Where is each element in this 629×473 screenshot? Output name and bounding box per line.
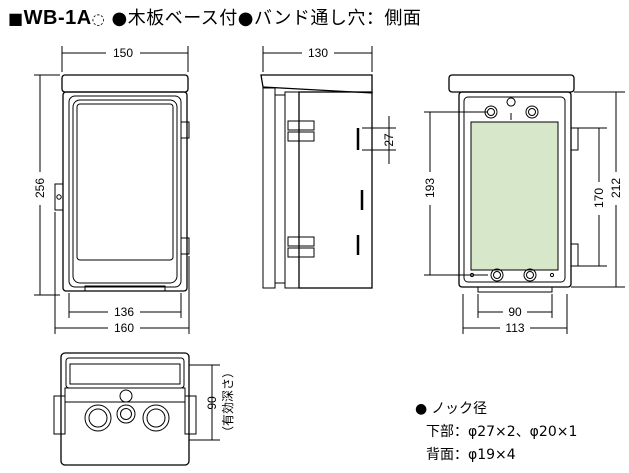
dim-256-label: 256 [33,178,47,198]
bottom-knockout-left-inner [88,408,108,428]
back-hinge-top [570,127,579,151]
note-lower-line: 下部：φ27×2、φ20×1 [415,421,577,444]
page-title: ■WB-1A◌ ●木板ベース付●バンド通し穴：側面 [8,4,421,30]
back-lid-top [448,74,575,93]
dim-170-label: 170 [592,188,606,208]
model-number: WB-1A [23,7,92,29]
back-knockout-3-inner [493,271,501,279]
dim-27-label: 27 [382,133,396,147]
knockout-note: ●ノック径 下部：φ27×2、φ20×1 背面：φ19×4 [415,398,577,467]
bottom-right-tab [184,395,197,435]
note-lower-label: 下部： [426,424,468,440]
bottom-knockout-right-inner [146,408,166,428]
note-heading: ノック径 [431,401,487,417]
dim-150-label: 150 [113,46,133,60]
back-knockout-2 [525,105,539,119]
back-view: 193 170 212 90 113 [423,74,625,335]
back-hinge-bottom [570,243,579,267]
dim-212-label: 212 [609,178,623,198]
dim-113-label: 113 [505,321,524,335]
bottom-knockout-left [84,404,112,432]
title-description: ●木板ベース付●バンド通し穴：側面 [111,8,422,29]
note-bullet: ● [415,401,428,417]
bottom-small-knock [119,389,133,403]
back-knockout-4 [523,268,537,282]
note-back-value: φ19×4 [468,447,516,463]
back-knockout-2-inner [528,108,536,116]
side-hinge-top-a [287,120,315,131]
front-window [76,103,174,261]
bottom-view: 90 （有効深さ） [53,352,235,466]
side-hinge-top-b [287,131,315,142]
front-frame-outer [68,95,182,288]
back-knockout-4-inner [526,271,534,279]
dim-130-label: 130 [308,46,328,60]
dim-136-label: 136 [114,305,134,319]
front-frame-inner [72,99,178,284]
back-keyhole [506,97,516,120]
bottom-knockout-center [116,404,136,424]
note-back-label: 背面： [426,447,468,463]
side-hinge-bottom-b [287,247,315,258]
side-hinge-bottom-a [287,236,315,247]
side-body [298,91,373,289]
note-back-line: 背面：φ19×4 [415,444,577,467]
back-base-rail [477,286,553,293]
back-body-inner [463,96,566,283]
front-hinge-bottom [180,237,190,255]
back-knockout-1-inner [487,108,495,116]
side-lid [260,74,373,94]
front-body [62,91,188,292]
note-heading-line: ●ノック径 [415,398,577,421]
side-door [262,87,276,289]
side-view: 130 27 [260,46,396,289]
side-door-frame [274,94,286,284]
dim-160-label: 160 [114,321,134,335]
bottom-left-tab [53,395,66,435]
front-view: 150 256 136 160 [33,46,190,335]
bottom-knockout-right [142,404,170,432]
dim-90d-label: 90 [205,396,219,410]
bottom-knockout-center-inner [120,408,132,420]
dotted-circle-mark: ◌ [91,10,106,28]
back-small-hole-right [549,272,555,278]
wood-base-board [470,121,559,271]
front-base-rail [84,285,166,292]
front-tab-hole [56,194,62,200]
dim-193-label: 193 [423,178,437,198]
dim-90d-note: （有効深さ） [220,366,235,438]
front-left-tab [54,183,64,211]
bottom-lid-inner [69,363,181,385]
front-hinge-top [180,121,190,139]
title-square-mark: ■ [8,9,24,28]
bottom-outer [60,352,190,466]
front-lid-top [61,74,189,93]
dim-90b-label: 90 [508,305,522,319]
back-knockout-3 [490,268,504,282]
note-lower-value: φ27×2、φ20×1 [468,424,578,440]
